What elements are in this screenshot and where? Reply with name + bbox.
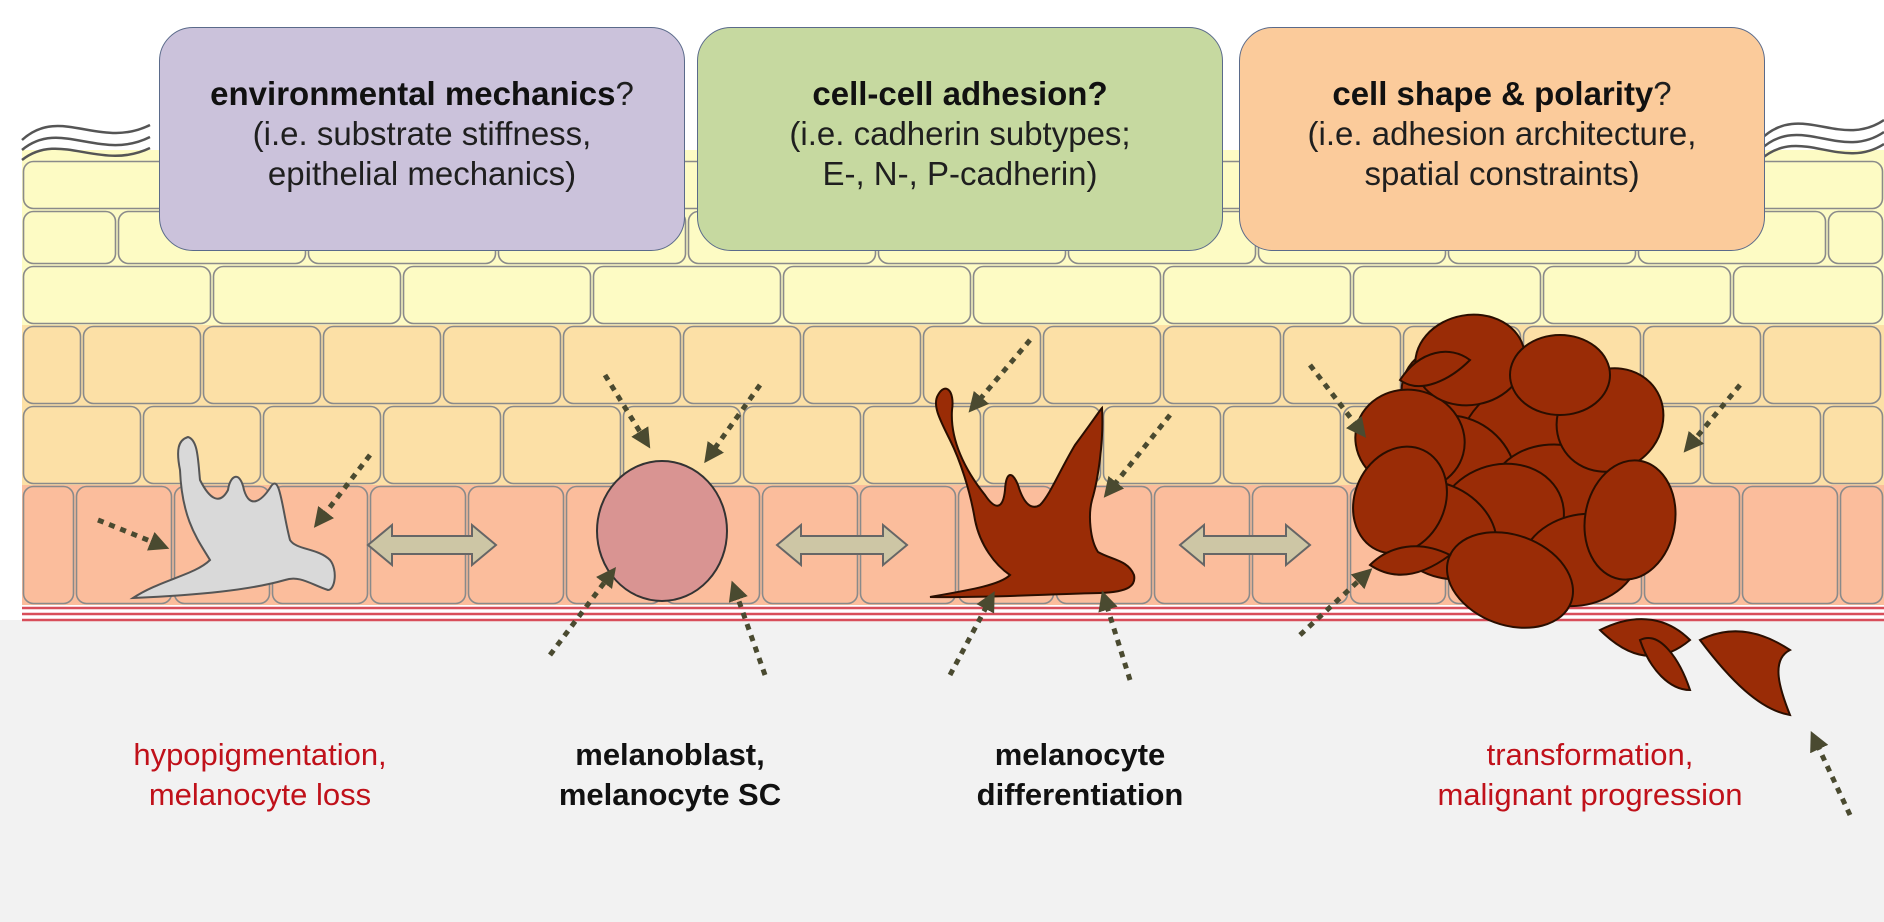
keratinocyte-cell <box>442 325 562 405</box>
keratinocyte-cell <box>1741 485 1839 605</box>
tumor-extension <box>1398 350 1472 388</box>
stage-label-line: melanocyte <box>994 737 1166 772</box>
keratinocyte-cell <box>1162 265 1352 325</box>
stage-label-line: malignant progression <box>1437 777 1743 812</box>
basement-membrane <box>22 606 1884 622</box>
keratinocyte-cell <box>22 265 212 325</box>
force-arrow <box>728 580 768 676</box>
question-detail-line: E-, N-, P-cadherin) <box>822 155 1098 192</box>
keratinocyte-cell <box>75 485 173 605</box>
keratinocyte-cell <box>972 265 1162 325</box>
dermis <box>0 620 1884 922</box>
keratinocyte-cell <box>22 405 142 485</box>
keratinocyte-cell <box>1839 485 1884 605</box>
transition-arrow-2 <box>775 522 909 568</box>
tumor-extension <box>1638 637 1692 692</box>
tumor-cell <box>1352 445 1448 555</box>
keratinocyte-cell <box>1822 405 1884 485</box>
keratinocyte-cell <box>682 325 802 405</box>
keratinocyte-cell <box>1827 210 1884 265</box>
question-title: environmental mechanics <box>210 75 616 112</box>
keratinocyte-cell <box>202 325 322 405</box>
stage-label-line: melanoblast, <box>575 737 765 772</box>
keratinocyte-cell <box>262 405 382 485</box>
force-arrow <box>548 567 616 657</box>
stage-label-line: transformation, <box>1486 737 1694 772</box>
question-detail-line: spatial constraints) <box>1364 155 1640 192</box>
tumor-extension <box>1368 545 1452 576</box>
melanoma-cluster <box>1352 313 1792 717</box>
stage-label-line: differentiation <box>976 777 1184 812</box>
question-mark: ? <box>1653 75 1672 112</box>
force-arrow <box>602 373 651 449</box>
keratinocyte-cell <box>502 405 622 485</box>
keratinocyte-cell <box>212 265 402 325</box>
transition-arrow-3 <box>1178 522 1312 568</box>
force-arrow <box>1298 568 1373 637</box>
question-box-environmental-mechanics: environmental mechanics? (i.e. substrate… <box>159 27 685 251</box>
force-arrow <box>947 591 995 677</box>
keratinocyte-cell <box>322 325 442 405</box>
stage-label-differentiation: melanocyte differentiation <box>920 735 1240 815</box>
force-arrow <box>1103 413 1172 498</box>
question-detail-line: (i.e. cadherin subtypes; <box>789 115 1131 152</box>
tumor-extension <box>1698 630 1792 717</box>
keratinocyte-cell <box>22 485 75 605</box>
keratinocyte-cell <box>22 325 82 405</box>
question-detail-line: epithelial mechanics) <box>267 155 577 192</box>
stage-label-transformation: transformation, malignant progression <box>1380 735 1800 815</box>
stage-label-line: melanocyte loss <box>148 777 372 812</box>
force-arrow <box>1810 730 1853 817</box>
keratinocyte-cell <box>22 210 117 265</box>
question-mark: ? <box>615 75 634 112</box>
keratinocyte-cell <box>1542 265 1732 325</box>
keratinocyte-cell <box>1642 325 1762 405</box>
question-box-cell-cell-adhesion: cell-cell adhesion? (i.e. cadherin subty… <box>697 27 1223 251</box>
keratinocyte-cell <box>1042 325 1162 405</box>
keratinocyte-cell <box>742 405 862 485</box>
stage-label-line: hypopigmentation, <box>133 737 387 772</box>
tumor-cell <box>1446 531 1574 629</box>
transition-arrows <box>366 522 1312 568</box>
melanoblast-cell <box>596 460 728 602</box>
transition-arrow-1 <box>366 522 498 568</box>
unpigmented-melanocyte <box>129 435 336 600</box>
force-arrow <box>1308 363 1367 438</box>
keratinocyte-cell <box>592 265 782 325</box>
question-detail-line: (i.e. substrate stiffness, <box>252 115 592 152</box>
stage-label-hypopigmentation: hypopigmentation, melanocyte loss <box>80 735 440 815</box>
keratinocyte-cell <box>782 265 972 325</box>
keratinocyte-cell <box>862 405 982 485</box>
keratinocyte-cell <box>1162 325 1282 405</box>
keratinocyte-cell <box>382 405 502 485</box>
question-detail-line: (i.e. adhesion architecture, <box>1307 115 1697 152</box>
keratinocyte-cell <box>402 265 592 325</box>
differentiated-melanocyte <box>929 387 1136 599</box>
tumor-cell <box>1583 459 1677 581</box>
keratinocyte-cell <box>82 325 202 405</box>
question-title: cell shape & polarity <box>1332 75 1654 112</box>
question-title: cell-cell adhesion? <box>812 75 1108 112</box>
stage-label-melanoblast: melanoblast, melanocyte SC <box>500 735 840 815</box>
keratinocyte-cell <box>1762 325 1882 405</box>
question-box-cell-shape-polarity: cell shape & polarity? (i.e. adhesion ar… <box>1239 27 1765 251</box>
force-arrow <box>313 453 372 528</box>
stage-label-line: melanocyte SC <box>558 777 782 812</box>
keratinocyte-cell <box>802 325 922 405</box>
force-arrow <box>968 338 1032 413</box>
keratinocyte-cell <box>562 325 682 405</box>
keratinocyte-cell <box>1732 265 1884 325</box>
skin-surface-lines <box>21 118 1884 161</box>
tumor-cell <box>1509 334 1611 416</box>
force-arrow <box>1683 383 1742 453</box>
keratinocyte-cell <box>1222 405 1342 485</box>
force-arrow <box>704 383 763 464</box>
keratinocyte-cell <box>1102 405 1222 485</box>
force-arrow <box>1098 590 1133 681</box>
mechanical-force-arrows <box>97 338 1853 817</box>
